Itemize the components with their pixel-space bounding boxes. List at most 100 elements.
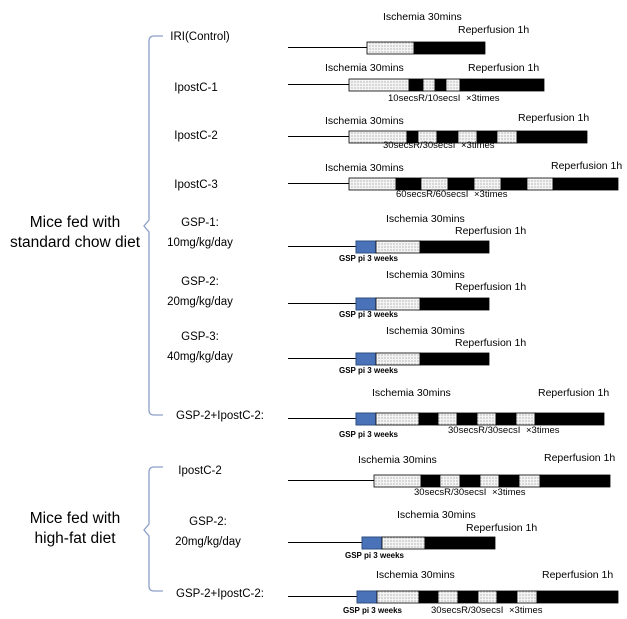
- times-label-row-3: 30secsR/30secsI: [383, 140, 455, 151]
- ischemia-segment-row-2-5: [445, 78, 461, 92]
- ischemia-segment-row-8-1: [375, 412, 420, 426]
- reperfusion-segment-row-3-8: [516, 130, 588, 144]
- reperfusion-label-row-2: Reperfusion 1h: [468, 62, 539, 74]
- gsp-pretreatment-box-row-6: [355, 297, 377, 311]
- gsp-label-hfd-row-3: GSP pi 3 weeks: [343, 606, 403, 615]
- ischemia-segment-row-10-1: [381, 536, 426, 550]
- ischemia-label-row-3: Ischemia 30mins: [325, 115, 404, 127]
- reperfusion-label-row-3: Reperfusion 1h: [518, 112, 589, 124]
- row-label-gsp2-ipostc2: GSP-2+IpostC-2:: [176, 410, 264, 422]
- ischemia-label-row-7: Ischemia 30mins: [386, 325, 465, 337]
- reperfusion-segment-row-6-2: [419, 297, 490, 311]
- reperfusion-label-row-5: Reperfusion 1h: [455, 225, 526, 237]
- ischemia-segment-row-4-7: [526, 177, 554, 191]
- reperfusion-segment-row-1-2: [413, 41, 486, 55]
- reperfusion-segment-row-2-7: [470, 78, 545, 92]
- ischemia-segment-row-9-1: [373, 474, 422, 488]
- ischemia-segment-row-11-5: [477, 590, 498, 604]
- ischemia-segment-row-8-3: [437, 412, 458, 426]
- gsp-pretreatment-box-row-5: [355, 240, 377, 254]
- ischemia-label-hfd-row-2: Ischemia 30mins: [397, 509, 476, 521]
- row-label-ipostc-1: IpostC-1: [174, 82, 217, 94]
- ischemia-segment-row-9-5: [479, 474, 500, 488]
- times-label-hfd-row-3: 30secsR/30secsI: [431, 605, 503, 616]
- times-label-row-8: 30secsR/30secsI: [448, 425, 520, 436]
- row-label-gsp-1-name: GSP-1:: [181, 217, 219, 229]
- row-label-gsp-3-dose: 40mg/kg/day: [167, 351, 233, 363]
- row-label-gsp-2-name: GSP-2:: [181, 276, 219, 288]
- reperfusion-label-row-1: Reperfusion 1h: [458, 24, 529, 36]
- ischemia-segment-row-8-7: [515, 412, 536, 426]
- times-mark-row-3: ×3times: [461, 140, 495, 151]
- gsp-label-hfd-row-2: GSP pi 3 weeks: [345, 551, 405, 560]
- ischemia-label-row-8: Ischemia 30mins: [372, 387, 451, 399]
- group-label-high-fat-diet-line-1: Mice fed with: [30, 510, 120, 527]
- row-label-gsp-1-dose: 10mg/kg/day: [167, 237, 233, 249]
- ischemia-segment-row-1-1: [366, 41, 415, 55]
- ischemia-label-row-4: Ischemia 30mins: [325, 162, 404, 174]
- reperfusion-segment-row-9-2: [420, 474, 441, 488]
- reperfusion-segment-row-8-2: [418, 412, 439, 426]
- reperfusion-segment-row-10-2: [424, 536, 496, 550]
- reperfusion-segment-row-11-6: [496, 590, 518, 604]
- reperfusion-segment-row-9-4: [459, 474, 481, 488]
- ischemia-segment-row-2-1: [348, 78, 410, 92]
- gsp-label-row-5: GSP pi 3 weeks: [339, 254, 399, 263]
- row-label-hfd-gsp-2-name: GSP-2:: [189, 516, 227, 528]
- gsp-label-row-6: GSP pi 3 weeks: [339, 310, 399, 319]
- times-mark-row-8: ×3times: [526, 425, 560, 436]
- timelines: [288, 41, 619, 604]
- row-label-hfd-gsp-2-dose: 20mg/kg/day: [175, 536, 241, 548]
- ischemia-segment-row-8-5: [476, 412, 497, 426]
- group-bracket-standard-diet: [143, 35, 163, 416]
- group-bracket-high-fat-diet: [143, 466, 163, 592]
- ischemia-segment-row-11-7: [516, 590, 538, 604]
- ischemia-segment-row-4-1: [348, 177, 397, 191]
- reperfusion-segment-row-11-8: [536, 590, 619, 604]
- ischemia-label-row-2: Ischemia 30mins: [325, 62, 404, 74]
- times-mark-hfd-row-3: ×3times: [509, 605, 543, 616]
- reperfusion-segment-row-9-6: [498, 474, 520, 488]
- ischemia-segment-row-9-7: [518, 474, 541, 488]
- reperfusion-label-hfd-row-2: Reperfusion 1h: [466, 522, 537, 534]
- ischemia-segment-row-3-7: [496, 130, 518, 144]
- ischemia-label-hfd-row-1: Ischemia 30mins: [358, 454, 437, 466]
- reperfusion-segment-row-11-4: [457, 590, 479, 604]
- gsp-pretreatment-box-row-11: [356, 590, 378, 604]
- reperfusion-label-hfd-row-1: Reperfusion 1h: [544, 452, 615, 464]
- ischemia-segment-row-2-3: [422, 78, 436, 92]
- reperfusion-segment-row-7-2: [419, 352, 490, 366]
- gsp-label-row-7: GSP pi 3 weeks: [339, 366, 399, 375]
- group-label-high-fat-diet-line-2: high-fat diet: [35, 530, 117, 547]
- ischemia-label-row-6: Ischemia 30mins: [386, 269, 465, 281]
- ischemia-segment-row-11-3: [437, 590, 459, 604]
- gsp-label-row-8: GSP pi 3 weeks: [339, 430, 399, 439]
- reperfusion-segment-row-5-2: [419, 240, 490, 254]
- ischemia-segment-row-7-1: [375, 352, 421, 366]
- ischemia-label-row-1: Ischemia 30mins: [383, 11, 462, 23]
- reperfusion-segment-row-4-8: [552, 177, 619, 191]
- reperfusion-segment-row-2-4: [434, 78, 447, 92]
- reperfusion-segment-row-11-2: [418, 590, 439, 604]
- times-mark-row-4: ×3times: [474, 189, 508, 200]
- ischemia-segment-row-5-1: [375, 240, 421, 254]
- reperfusion-segment-row-2-6: [459, 78, 472, 92]
- ischemia-segment-row-9-3: [439, 474, 461, 488]
- reperfusion-segment-row-8-6: [495, 412, 517, 426]
- reperfusion-segment-row-9-8: [539, 474, 611, 488]
- row-label-hfd-gsp2-ipostc2: GSP-2+IpostC-2:: [176, 588, 264, 600]
- times-label-hfd-row-1: 30secsR/30secsI: [414, 487, 486, 498]
- ischemia-label-hfd-row-3: Ischemia 30mins: [376, 569, 455, 581]
- reperfusion-label-hfd-row-3: Reperfusion 1h: [542, 569, 613, 581]
- reperfusion-label-row-6: Reperfusion 1h: [455, 281, 526, 293]
- group-label-standard-diet-line-1: Mice fed with: [30, 214, 120, 231]
- row-label-hfd-ipostc-2: IpostC-2: [178, 465, 221, 477]
- group-label-standard-diet-line-2: standard chow diet: [10, 234, 141, 251]
- gsp-pretreatment-box-row-10: [361, 536, 383, 550]
- row-label-gsp-3-name: GSP-3:: [181, 331, 219, 343]
- row-label-iri-control: IRI(Control): [170, 31, 230, 43]
- reperfusion-label-row-8: Reperfusion 1h: [538, 387, 609, 399]
- times-label-row-4: 60secsR/60secsI: [396, 189, 468, 200]
